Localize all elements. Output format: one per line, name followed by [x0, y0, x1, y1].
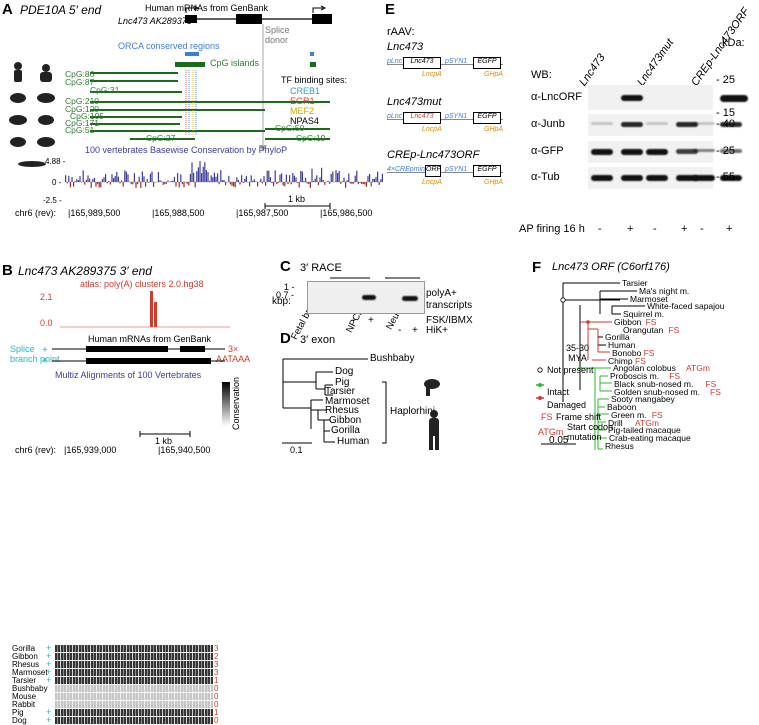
multiz-count: 1	[214, 709, 218, 717]
multiz-count: 3	[214, 645, 218, 653]
multiz-row	[55, 653, 213, 660]
multiz-row	[55, 685, 213, 692]
branch-point-mark: +	[46, 716, 51, 725]
multiz-count: 0	[214, 685, 218, 693]
multiz-row	[55, 701, 213, 708]
legend-intact: Intact	[547, 388, 569, 397]
scale-label: 0.05	[549, 436, 568, 446]
multiz-count: 0	[214, 693, 218, 701]
multiz-species-label: Rhesus	[12, 661, 39, 669]
multiz-row	[55, 693, 213, 700]
multiz-species-label: Pig	[12, 709, 24, 717]
multiz-count: 1	[214, 677, 218, 685]
legend-symbols	[0, 0, 759, 457]
legend-fs: FS	[541, 413, 553, 422]
multiz-row	[55, 661, 213, 668]
multiz-species-label: Gorilla	[12, 645, 35, 653]
multiz-row	[55, 709, 213, 716]
multiz-species-label: Rabbit	[12, 701, 35, 709]
multiz-species-label: Gibbon	[12, 653, 38, 661]
multiz-row	[55, 645, 213, 652]
multiz-count: 3	[214, 669, 218, 677]
multiz-species-label: Tarsier	[12, 677, 36, 685]
multiz-species-label: Mouse	[12, 693, 36, 701]
multiz-count: 3	[214, 661, 218, 669]
multiz-count: 2	[214, 653, 218, 661]
multiz-species-label: Bushbaby	[12, 685, 48, 693]
legend-damaged: Damaged	[547, 401, 586, 410]
multiz-row	[55, 677, 213, 684]
multiz-row	[55, 669, 213, 676]
legend-not-present: Not present	[547, 366, 594, 375]
legend-fs-text: Frame shift	[556, 413, 601, 422]
multiz-species-label: Marmoset	[12, 669, 48, 677]
multiz-species-label: Dog	[12, 717, 27, 725]
multiz-row	[55, 717, 213, 724]
branch-point-mark: +	[46, 676, 51, 685]
multiz-count: 0	[214, 701, 218, 709]
multiz-count: 0	[214, 717, 218, 725]
